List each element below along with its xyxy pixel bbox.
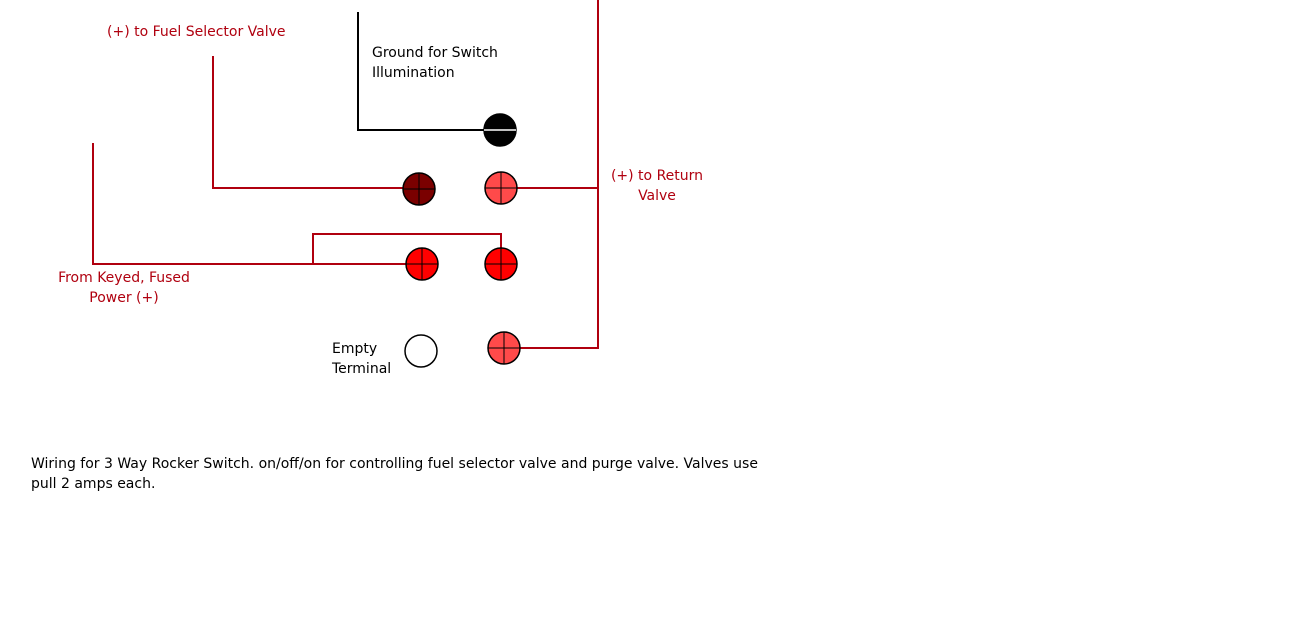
ground-wire [357, 12, 500, 131]
terminal-return-bottom [487, 331, 521, 365]
label-empty-line1: Empty [332, 341, 378, 357]
label-return-valve: (+) to Return Valve [609, 166, 705, 206]
terminal-fuel-selector [402, 172, 436, 206]
label-empty-line2: Terminal [332, 361, 392, 377]
terminal-power-right [484, 247, 518, 281]
label-ground-line2: Illumination [372, 65, 455, 81]
terminal-power-left [405, 247, 439, 281]
label-power-line1: From Keyed, Fused [58, 270, 190, 286]
label-return-line2: Valve [638, 188, 676, 204]
diagram-caption: Wiring for 3 Way Rocker Switch. on/off/o… [31, 456, 758, 492]
label-fuel-selector: (+) to Fuel Selector Valve [107, 24, 286, 40]
fuel-selector-wire [212, 56, 419, 189]
label-power: From Keyed, Fused Power (+) [52, 268, 196, 308]
label-power-line2: Power (+) [89, 290, 159, 306]
terminal-ground [483, 113, 517, 147]
power-feed-wire [92, 143, 422, 265]
label-return-line1: (+) to Return [610, 168, 704, 184]
terminal-empty [404, 334, 438, 368]
terminal-return-top [484, 171, 518, 205]
label-empty-terminal: Empty Terminal [332, 339, 391, 379]
label-ground-line1: Ground for Switch [372, 45, 498, 61]
label-ground: Ground for Switch Illumination [372, 43, 498, 83]
return-valve-wire [504, 0, 599, 349]
